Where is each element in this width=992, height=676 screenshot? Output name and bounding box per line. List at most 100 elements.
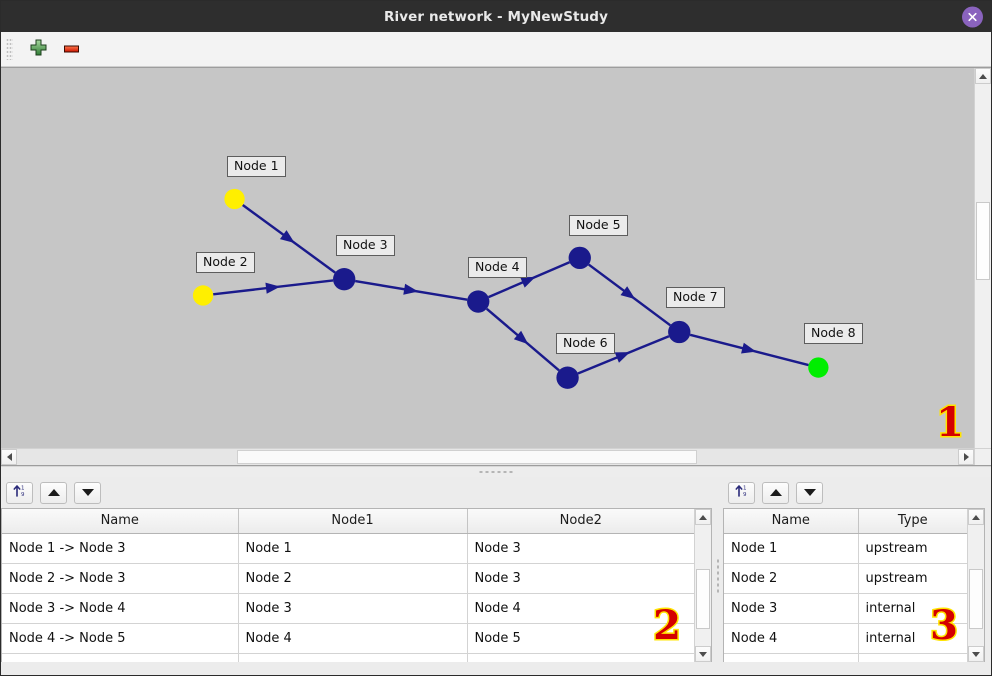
close-icon[interactable]: [962, 6, 983, 27]
table-cell[interactable]: Node 3: [467, 533, 694, 564]
links-sort-button[interactable]: 1 9: [6, 481, 33, 504]
table-cell[interactable]: Node 4: [467, 593, 694, 624]
graph-node[interactable]: [568, 246, 591, 270]
table-cell[interactable]: Node 1: [724, 533, 859, 564]
nodes-vscroll-track[interactable]: [968, 525, 984, 646]
graph-node[interactable]: [192, 285, 214, 306]
table-cell[interactable]: [724, 653, 859, 662]
graph-node-label[interactable]: Node 4: [468, 257, 527, 278]
table-cell[interactable]: [238, 653, 468, 662]
links-move-up-button[interactable]: [40, 481, 67, 504]
delete-node-button[interactable]: [58, 36, 84, 62]
graph-node-label[interactable]: Node 3: [336, 235, 395, 256]
graph-edge-arrow: [520, 276, 536, 288]
table-cell[interactable]: [467, 653, 694, 662]
links-vertical-scrollbar[interactable]: [694, 509, 711, 662]
nodes-scroll-down-button[interactable]: [968, 646, 984, 662]
table-cell[interactable]: internal: [858, 623, 967, 654]
graph-vscroll-thumb[interactable]: [976, 202, 990, 280]
graph-horizontal-scrollbar[interactable]: [1, 448, 974, 465]
graph-node-label[interactable]: Node 6: [556, 333, 615, 354]
nodes-move-up-button[interactable]: [762, 481, 789, 504]
table-cell[interactable]: Node 3: [467, 563, 694, 594]
links-vscroll-track[interactable]: [695, 525, 711, 646]
table-cell[interactable]: Node 4 -> Node 5: [2, 623, 239, 654]
table-cell[interactable]: Node 4: [724, 623, 859, 654]
nodes-vscroll-thumb[interactable]: [969, 569, 983, 629]
table-cell[interactable]: internal: [858, 593, 967, 624]
horizontal-splitter[interactable]: [1, 466, 991, 477]
table-cell[interactable]: [858, 653, 967, 662]
column-header-type[interactable]: Type: [858, 509, 967, 534]
scroll-right-button[interactable]: [958, 449, 974, 465]
links-move-down-button[interactable]: [74, 481, 101, 504]
links-vscroll-thumb[interactable]: [696, 569, 710, 629]
toolbar-grip[interactable]: [6, 38, 13, 60]
graph-node-label[interactable]: Node 7: [666, 287, 725, 308]
graph-node[interactable]: [333, 268, 356, 291]
table-cell[interactable]: [2, 653, 239, 662]
graph-node-label[interactable]: Node 8: [804, 323, 863, 344]
triangle-up-icon: [769, 489, 782, 496]
graph-hscroll-thumb[interactable]: [237, 450, 697, 464]
table-cell[interactable]: Node 1 -> Node 3: [2, 533, 239, 564]
graph-edge-arrow: [279, 230, 295, 243]
table-cell[interactable]: Node 3: [724, 593, 859, 624]
river-network-graph[interactable]: Node 1 Node 2 Node 3 Node 4 Node 5 Node 6 Node…: [1, 67, 991, 466]
links-scroll-up-button[interactable]: [695, 509, 711, 525]
nodes-move-down-button[interactable]: [796, 481, 823, 504]
nodes-scroll-up-button[interactable]: [968, 509, 984, 525]
scroll-left-button[interactable]: [1, 449, 17, 465]
graph-node[interactable]: [668, 320, 691, 344]
table-row-empty[interactable]: [2, 653, 694, 662]
graph-node-label[interactable]: Node 5: [569, 215, 628, 236]
column-header-name[interactable]: Name: [2, 509, 239, 534]
table-cell[interactable]: Node 3 -> Node 4: [2, 593, 239, 624]
nodes-vertical-scrollbar[interactable]: [967, 509, 984, 662]
graph-node-label[interactable]: Node 2: [196, 252, 255, 273]
main-toolbar: [1, 32, 991, 67]
table-cell[interactable]: Node 2 -> Node 3: [2, 563, 239, 594]
graph-vertical-scrollbar[interactable]: [974, 68, 991, 465]
table-cell[interactable]: upstream: [858, 533, 967, 564]
graph-hscroll-track[interactable]: [17, 449, 958, 465]
column-header-name[interactable]: Name: [724, 509, 859, 534]
window-title: River network - MyNewStudy: [384, 8, 608, 25]
nodes-toolbar: 1 9: [723, 477, 991, 508]
graph-canvas[interactable]: [1, 68, 991, 456]
table-cell[interactable]: Node 5: [467, 623, 694, 654]
graph-vscroll-track[interactable]: [975, 84, 991, 449]
table-cell[interactable]: Node 2: [724, 563, 859, 594]
table-cell[interactable]: Node 3: [238, 593, 468, 624]
graph-node[interactable]: [556, 366, 579, 389]
vertical-splitter[interactable]: [712, 477, 723, 675]
table-row-empty[interactable]: [724, 653, 967, 662]
graph-node-label[interactable]: Node 1: [227, 156, 286, 177]
links-scroll-down-button[interactable]: [695, 646, 711, 662]
column-header-node1[interactable]: Node1: [238, 509, 468, 534]
graph-node[interactable]: [467, 290, 490, 313]
column-header-node2[interactable]: Node2: [467, 509, 694, 534]
table-cell[interactable]: Node 4: [238, 623, 468, 654]
table-cell[interactable]: Node 2: [238, 563, 468, 594]
graph-node[interactable]: [224, 188, 245, 210]
nodes-sort-button[interactable]: 1 9: [728, 481, 755, 504]
table-cell[interactable]: Node 1: [238, 533, 468, 564]
add-node-button[interactable]: [25, 36, 51, 62]
table-cell[interactable]: upstream: [858, 563, 967, 594]
scroll-up-button[interactable]: [975, 68, 991, 84]
graph-node[interactable]: [808, 357, 829, 378]
